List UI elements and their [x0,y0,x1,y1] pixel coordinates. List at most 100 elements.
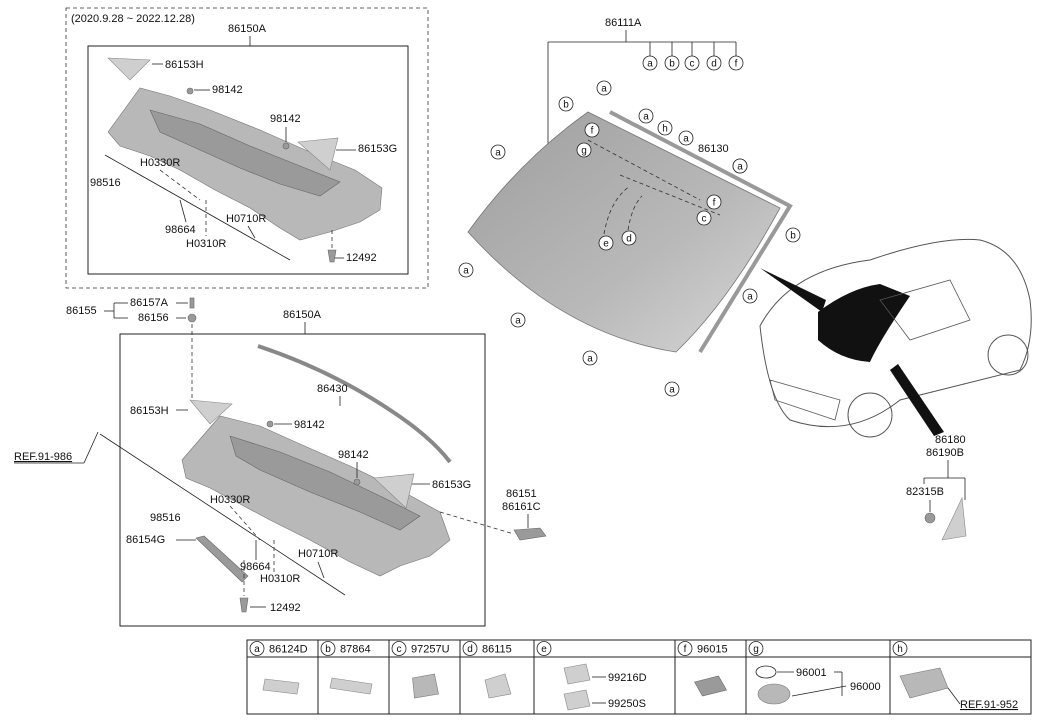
legend-key-d: d [462,641,478,656]
top-label-5: 98516 [90,177,121,189]
header-circle-2: c [684,55,700,71]
header-circle-3: d [706,55,722,71]
ws-circle-16: a [582,350,598,366]
ws-circle-15-letter: a [515,316,521,327]
moulding-86130-shape [609,110,793,354]
top-label-8: H0710R [226,213,266,225]
top-cap-86153g-shape [297,137,339,171]
top-label-7: 98664 [165,224,196,236]
header-circle-0-letter: a [647,59,653,70]
ws-circle-9: f [706,194,722,210]
legend-part-a: 86124D [269,644,308,656]
top-label-4: 86153G [358,143,397,155]
ws-circle-14: a [458,262,474,278]
top-label-2: 98142 [212,84,243,96]
legend-key-e: e [536,641,552,656]
legend-cell-d: d 86115 [459,639,535,715]
bottom-label-7: 86154G [126,534,165,546]
moulding-label: 86130 [698,143,729,155]
bottom-label-5: 98516 [150,512,181,524]
legend-key-a-letter: a [254,644,260,655]
vehicle-label-2: 86190B [926,447,964,459]
legend-part-d: 86115 [482,644,512,656]
bottom-sub-b-label: 86156 [138,312,169,324]
top-cap-86153h-shape [107,57,151,81]
side-bracket-label-a: 86151 [506,488,537,500]
ws-circle-17: a [664,381,680,397]
bottom-sub-a-label: 86157A [130,297,169,309]
bottom-cowl-kit: 86155 86157A 86156 86150A 86430 86153H 9… [14,297,547,627]
legend-key-c-letter: c [397,644,402,655]
bottom-label-9: H0310R [260,573,300,585]
bottom-label-1: 86153H [130,405,169,417]
header-circle-1-letter: b [669,59,675,70]
top-cowl-kit: (2020.9.28 ~ 2022.12.28) 86150A 86153H 9… [65,7,429,289]
ws-circle-18: a [742,288,758,304]
ws-circle-18-letter: a [747,292,753,303]
seal-strip-86430-shape [257,344,452,464]
ws-circle-14-letter: a [463,266,469,277]
ws-circle-19-letter: a [737,162,743,173]
top-label-3: 98142 [270,113,301,125]
ws-circle-15: a [510,312,526,328]
header-circle-2-letter: c [690,59,695,70]
ws-circle-12: d [621,230,637,246]
bottom-label-6: H0330R [210,494,250,506]
legend-g-part-2: 96000 [850,681,881,693]
legend-key-d-letter: d [467,644,473,655]
legend-e-part-2: 99250S [608,698,646,710]
seal-label: 86430 [317,383,348,395]
vehicle-label-3: 82315B [906,486,944,498]
ws-circle-10-letter: c [702,214,707,225]
ws-circle-11: e [598,235,614,251]
top-kit-assembly-label: 86150A [228,23,267,35]
legend-sketch-d [484,673,512,699]
header-circle-3-letter: d [711,59,717,70]
ws-circle-3: a [678,130,694,146]
top-label-9: H0310R [186,238,226,250]
ws-circle-0: a [596,80,612,96]
ws-circle-9-letter: f [713,198,716,209]
top-kit-date-range: (2020.9.28 ~ 2022.12.28) [71,13,195,25]
ws-circle-7: f [584,122,600,138]
legend-cell-c: c 97257U [388,639,461,715]
bottom-label-11: 12492 [270,602,301,614]
vehicle-label-1: 86180 [935,434,966,446]
ws-circle-1: b [558,96,574,112]
legend-key-b-letter: b [325,644,331,655]
header-circle-4-letter: f [735,59,738,70]
ws-circle-0-letter: a [601,84,607,95]
bottom-label-8: 98664 [240,561,271,573]
ws-circle-10: c [696,210,712,226]
ws-circle-12-letter: d [626,234,632,245]
bottom-cap-86153g-shape [373,473,415,509]
ws-circle-2-letter: a [643,112,649,123]
bottom-label-3: 98142 [338,449,369,461]
top-kit-inner-frame [87,45,409,275]
ws-circle-4-letter: h [662,124,668,135]
bottom-label-4: 86153G [432,479,471,491]
ws-circle-2: a [638,108,654,124]
legend-sketch-f [694,675,727,697]
ws-circle-13-letter: b [790,231,796,242]
legend-key-a: a [249,641,265,656]
legend-sketch-c [412,673,439,699]
legend-sketch-b [329,677,373,695]
top-label-1: 86153H [165,59,204,71]
legend-g-part-1: 96001 [796,667,827,679]
legend-part-f: 96015 [697,644,728,656]
ws-circle-1-letter: b [563,100,569,111]
legend-sketch-g-sensor [757,683,791,705]
bottom-cap-86153h-shape [189,399,233,425]
legend-h-ref: REF.91-952 [960,699,1018,711]
vehicle-pointer-lower [890,364,944,436]
bottom-bracket-86154g-shape [195,535,249,583]
legend-part-c: 97257U [411,644,450,656]
legend-key-c: c [391,641,407,656]
bottom-label-2: 98142 [294,419,325,431]
